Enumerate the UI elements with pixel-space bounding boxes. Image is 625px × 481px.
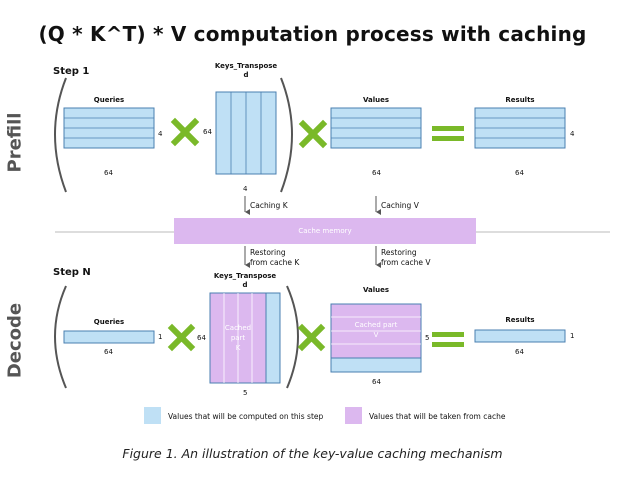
decode-keys-cached-line1: Cached bbox=[224, 324, 252, 332]
prefill-queries-rows: 4 bbox=[158, 130, 163, 138]
prefill-keys-cols: 4 bbox=[243, 185, 248, 193]
prefill-results-cols: 64 bbox=[515, 169, 524, 177]
diagram-title: (Q * K^T) * V computation process with c… bbox=[38, 22, 587, 46]
decode-queries-cols: 64 bbox=[104, 348, 113, 356]
decode-multiply-operator-1 bbox=[167, 323, 196, 352]
decode-keys-rows: 64 bbox=[197, 334, 206, 342]
prefill-queries-cols: 64 bbox=[104, 169, 113, 177]
decode-keys-label-line2: d bbox=[242, 281, 248, 289]
prefill-results-matrix bbox=[474, 107, 566, 149]
legend-computed-swatch bbox=[144, 407, 161, 424]
decode-keys-matrix bbox=[209, 292, 281, 384]
prefill-results-label: Results bbox=[505, 96, 535, 104]
prefill-queries-matrix bbox=[63, 107, 155, 149]
decode-queries-rows: 1 bbox=[158, 333, 163, 341]
decode-results-label: Results bbox=[505, 316, 535, 324]
legend-computed-label: Values that will be computed on this ste… bbox=[168, 412, 324, 421]
decode-keys-cols: 5 bbox=[243, 389, 248, 397]
cache-memory-box bbox=[174, 218, 476, 244]
restore-k-label-line2: from cache K bbox=[250, 258, 300, 267]
decode-multiply-operator-2 bbox=[297, 323, 326, 352]
restore-k-label-line1: Restoring bbox=[250, 248, 286, 257]
prefill-keys-label-line2: d bbox=[243, 71, 249, 79]
legend-cached-swatch bbox=[345, 407, 362, 424]
decode-queries-label: Queries bbox=[93, 318, 125, 326]
decode-keys-label-line1: Keys_Transpose bbox=[213, 272, 277, 280]
decode-queries-matrix bbox=[63, 330, 155, 344]
prefill-results-rows: 4 bbox=[570, 130, 575, 138]
decode-values-cached-line1: Cached part bbox=[354, 321, 398, 329]
prefill-left-parenthesis bbox=[54, 77, 67, 193]
decode-results-matrix bbox=[474, 329, 566, 343]
prefill-keys-rows: 64 bbox=[203, 128, 212, 136]
decode-values-matrix bbox=[330, 303, 422, 373]
cache-memory-label: Cache memory bbox=[298, 227, 352, 235]
prefill-equals-operator bbox=[432, 126, 464, 141]
prefill-values-matrix bbox=[330, 107, 422, 149]
prefill-values-label: Values bbox=[362, 96, 390, 104]
decode-keys-cached-line2: part bbox=[230, 334, 246, 342]
decode-keys-cached-line3: K bbox=[235, 344, 241, 352]
decode-values-cols: 64 bbox=[372, 378, 381, 386]
decode-results-rows: 1 bbox=[570, 332, 575, 340]
decode-values-cached-line2: V bbox=[373, 331, 379, 339]
prefill-values-cols: 64 bbox=[372, 169, 381, 177]
decode-right-parenthesis bbox=[286, 285, 299, 389]
decode-results-cols: 64 bbox=[515, 348, 524, 356]
prefill-queries-label: Queries bbox=[93, 96, 125, 104]
restore-v-label-line2: from cache V bbox=[381, 258, 431, 267]
decode-step-label: Step N bbox=[53, 267, 91, 278]
prefill-keys-matrix bbox=[215, 91, 277, 175]
restore-v-label-line1: Restoring bbox=[381, 248, 417, 257]
caching-v-label: Caching V bbox=[381, 201, 419, 210]
prefill-keys-label-line1: Keys_Transpose bbox=[214, 62, 278, 70]
prefill-multiply-operator-2 bbox=[298, 119, 328, 149]
figure-caption: Figure 1. An illustration of the key-val… bbox=[122, 446, 503, 461]
caching-k-label: Caching K bbox=[250, 201, 288, 210]
prefill-multiply-operator-1 bbox=[170, 117, 200, 147]
legend-cached-label: Values that will be taken from cache bbox=[369, 412, 506, 421]
prefill-step-label: Step 1 bbox=[53, 66, 90, 77]
decode-equals-operator bbox=[432, 332, 464, 347]
prefill-right-parenthesis bbox=[280, 77, 293, 193]
decode-values-label: Values bbox=[362, 286, 390, 294]
decode-left-parenthesis bbox=[54, 285, 67, 389]
decode-values-rows: 5 bbox=[425, 334, 430, 342]
